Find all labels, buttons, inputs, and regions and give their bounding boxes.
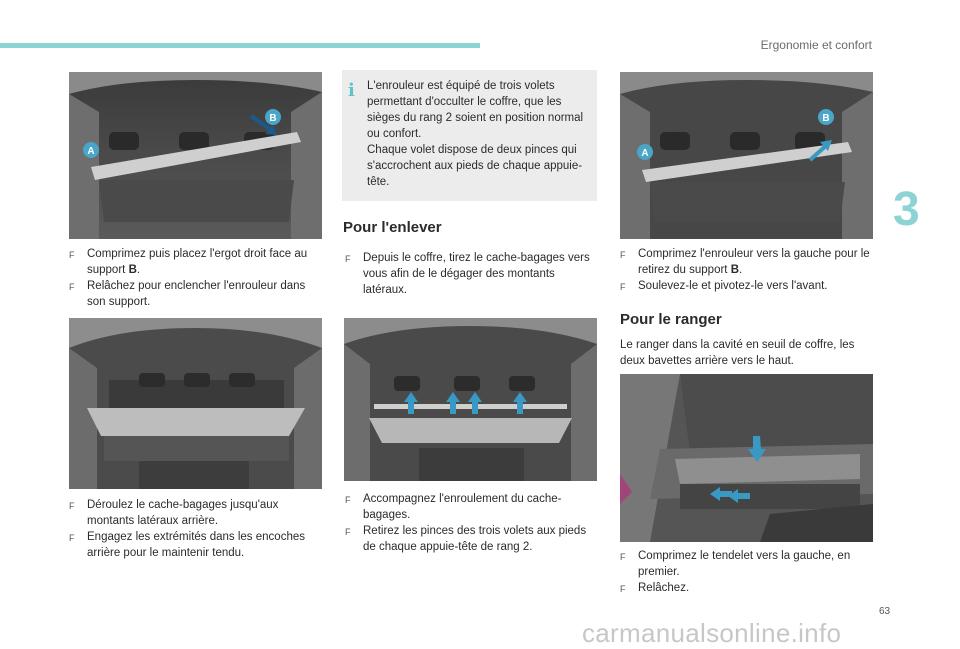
- figure-cover-removal-arrows: [344, 318, 597, 481]
- info-box: [342, 70, 597, 201]
- heading-remove: Pour l'enlever: [343, 219, 442, 236]
- list-item: F Engagez les extrémités dans les encoch…: [69, 531, 305, 559]
- heading-store: Pour le ranger: [620, 311, 722, 328]
- callout-b-label: B: [822, 113, 829, 124]
- col3-bullets-2: F Comprimez le tendelet vers la gauche, …: [620, 548, 875, 597]
- col2-bullets-1: F Depuis le coffre, tirez le cache-bagag…: [345, 250, 595, 298]
- callout-b-label: B: [269, 113, 276, 124]
- col2-bullets-2: F Accompagnez l'enroulement du cache-bag…: [345, 491, 600, 555]
- info-icon: i: [348, 80, 355, 101]
- callout-a-label: A: [87, 146, 94, 157]
- list-item: F Relâchez.: [620, 582, 690, 594]
- figure-cover-unrolled: [69, 318, 322, 489]
- watermark: carmanualsonline.info: [582, 618, 842, 648]
- chapter-number: 3: [893, 183, 920, 236]
- list-item: F Comprimez le tendelet vers la gauche, …: [620, 550, 851, 578]
- figure-cover-removal-b: A B: [620, 72, 873, 239]
- header-accent-bar: [0, 43, 480, 48]
- list-item: F Comprimez l'enrouleur vers la gauche p…: [620, 248, 870, 276]
- list-item: F Relâchez pour enclencher l'enrouleur d…: [69, 280, 306, 308]
- list-item: F Accompagnez l'enroulement du cache-bag…: [345, 493, 562, 521]
- section-title: Ergonomie et confort: [760, 38, 872, 52]
- col3-bullets-1: F Comprimez l'enrouleur vers la gauche p…: [620, 246, 875, 295]
- page-number: 63: [879, 606, 891, 617]
- store-paragraph: Le ranger dans la cavité en seuil de cof…: [620, 339, 855, 367]
- figure-cover-install-b: A B: [69, 72, 322, 239]
- list-item: F Comprimez puis placez l'ergot droit fa…: [69, 248, 308, 276]
- callout-a-label: A: [641, 148, 648, 159]
- figure-cover-storage: [620, 374, 873, 542]
- col1-bullets-1: F Comprimez puis placez l'ergot droit fa…: [69, 246, 324, 310]
- info-text: L'enrouleur est équipé de trois volets p…: [367, 80, 584, 188]
- list-item: F Soulevez-le et pivotez-le vers l'avant…: [620, 280, 828, 292]
- col1-bullets-2: F Déroulez le cache-bagages jusqu'aux mo…: [69, 497, 324, 561]
- list-item: F Retirez les pinces des trois volets au…: [345, 525, 587, 553]
- list-item: F Déroulez le cache-bagages jusqu'aux mo…: [69, 499, 279, 527]
- list-item: F Depuis le coffre, tirez le cache-bagag…: [345, 252, 590, 296]
